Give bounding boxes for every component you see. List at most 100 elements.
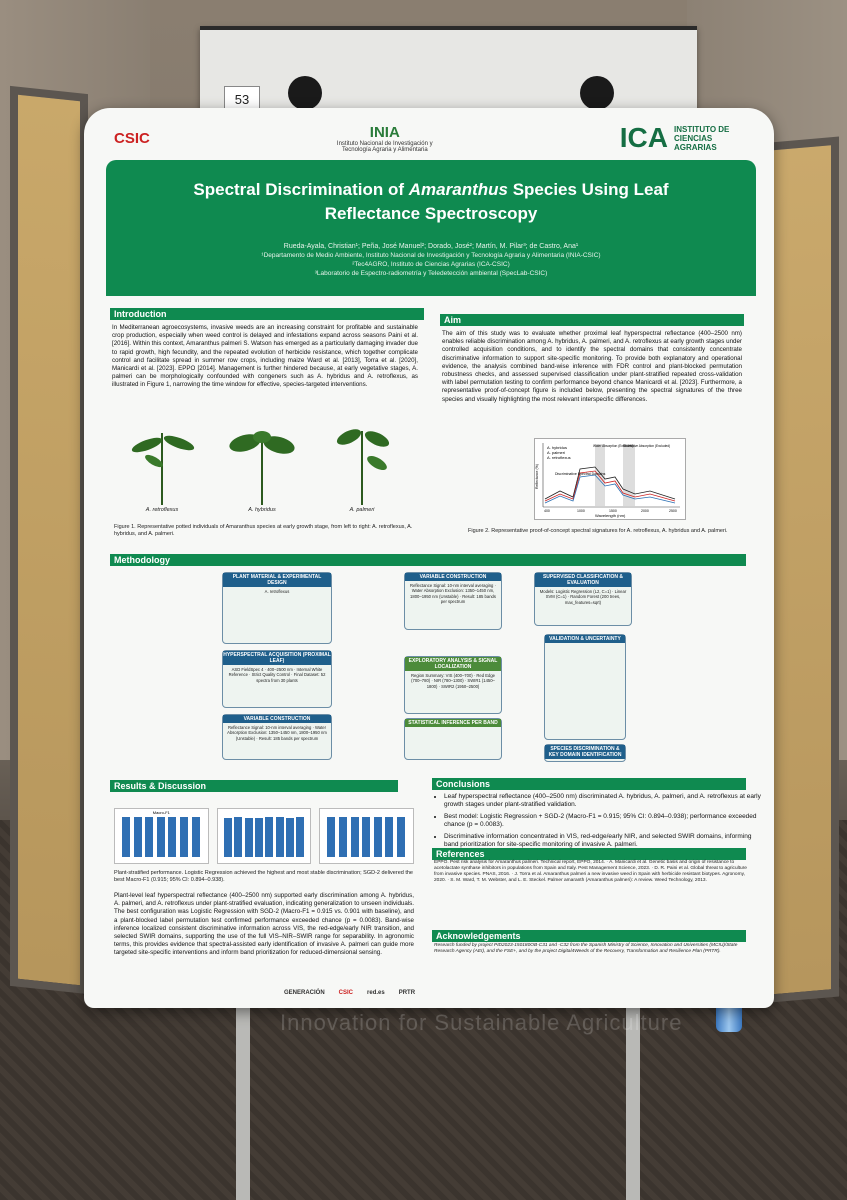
legend-retroflexus: A. retroflexus <box>547 455 571 460</box>
footer-logo: red.es <box>367 990 385 996</box>
box-heading: PLANT MATERIAL & EXPERIMENTAL DESIGN <box>223 573 331 587</box>
methodology-heading: Methodology <box>110 554 746 566</box>
bar-panel-title: Macro-F1 <box>152 810 170 815</box>
bar <box>362 817 371 857</box>
box-supervised: SUPERVISED CLASSIFICATION & EVALUATION M… <box>534 572 632 626</box>
bar <box>234 817 243 857</box>
poster: CSIC INIA Instituto Nacional de Investig… <box>84 108 774 1008</box>
inia-logo-text: INIA <box>369 123 400 141</box>
authors-block: Rueda-Ayala, Christian¹; Peña, José Manu… <box>106 242 756 278</box>
bar <box>180 817 189 857</box>
poster-title: Spectral Discrimination of Amaranthus Sp… <box>193 180 669 223</box>
intro-heading: Introduction <box>110 308 424 320</box>
conclusions-list: Leaf hyperspectral reflectance (400–2500… <box>434 793 764 852</box>
bar <box>223 818 232 857</box>
references-text: EPPO. Pest risk analysis for Amaranthus … <box>434 860 747 883</box>
ica-logo: ICA INSTITUTO DE CIENCIAS AGRARIAS <box>620 122 744 154</box>
bar <box>285 818 294 857</box>
footer-logos: GENERACIÓN CSIC red.es PRTR <box>284 986 754 1000</box>
box-text: Models: Logistic Regression (L2, C=1) · … <box>539 589 627 605</box>
annotation-shortwave: Shortwave Absorption (Excluded) <box>623 444 670 448</box>
y-axis-label: Reflectance (%) <box>535 464 539 489</box>
box-species-id: SPECIES DISCRIMINATION & KEY DOMAIN IDEN… <box>544 744 626 762</box>
board-panel-left <box>10 85 88 995</box>
conclusion-item: Discriminative information concentrated … <box>444 833 764 850</box>
legend-hybridus: A. hybridus <box>547 445 567 450</box>
spectrum-palmeri <box>544 470 676 502</box>
x-tick: 1000 <box>577 509 585 513</box>
bar <box>244 818 253 857</box>
affiliation-3: ³Laboratorio de Espectro-radiometría y T… <box>314 270 548 277</box>
box-exploratory: EXPLORATORY ANALYSIS & SIGNAL LOCALIZATI… <box>404 656 502 714</box>
results-bar-charts: Macro-F1 <box>114 808 415 864</box>
box-statistical: STATISTICAL INFERENCE PER BAND <box>404 718 502 760</box>
csic-logo: CSIC <box>114 129 150 147</box>
box-text: Region Summary: VIS (400–700) · Red Edge… <box>410 673 496 689</box>
conclusion-item: Best model: Logistic Regression + SGD-2 … <box>444 813 764 830</box>
plant-label: A. retroflexus <box>145 507 179 513</box>
references-heading: References <box>432 848 746 860</box>
intro-text: In Mediterranean agroecosystems, invasiv… <box>112 324 418 389</box>
inia-logo: INIA Instituto Nacional de Investigación… <box>325 124 445 153</box>
ica-logo-sub: INSTITUTO DE CIENCIAS AGRARIAS <box>673 124 730 152</box>
results-caption: Plant-stratified performance. Logistic R… <box>114 870 413 883</box>
bar-panel-3 <box>319 808 415 864</box>
ack-text: Research funded by project PID2023-15018… <box>434 943 738 954</box>
plant-icon <box>229 431 295 505</box>
box-heading: SUPERVISED CLASSIFICATION & EVALUATION <box>535 573 631 587</box>
x-tick: 1500 <box>609 509 617 513</box>
bar <box>145 817 154 857</box>
bar <box>265 817 274 857</box>
bar <box>350 817 359 857</box>
plant-label: A. palmeri <box>349 507 375 513</box>
results-text: Plant-level leaf hyperspectral reflectan… <box>114 892 414 957</box>
conclusion-item: Leaf hyperspectral reflectance (400–2500… <box>444 793 764 810</box>
results-heading: Results & Discussion <box>110 780 398 792</box>
box-text: ASD FieldSpec 4 · 400–2500 nm · Internal… <box>228 667 326 683</box>
spectral-signature-chart: A. hybridus A. palmeri A. retroflexus Di… <box>534 438 686 520</box>
box-plant-material: PLANT MATERIAL & EXPERIMENTAL DESIGN A. … <box>222 572 332 644</box>
plant-label: A. hybridus <box>248 507 276 513</box>
box-heading: HYPERSPECTRAL ACQUISITION (PROXIMAL LEAF… <box>223 651 331 665</box>
spectrum-retroflexus <box>544 474 676 504</box>
clip-knob-left <box>288 76 322 110</box>
bar <box>156 817 165 857</box>
bar <box>385 817 394 857</box>
box-heading: VARIABLE CONSTRUCTION <box>405 573 501 581</box>
affiliation-2: ²Tec4AGRO, Instituto de Ciencias Agraria… <box>352 261 510 268</box>
bar <box>254 818 263 857</box>
bar <box>338 817 347 857</box>
bar-panel-2 <box>216 808 312 864</box>
ica-logo-text: ICA <box>619 122 668 153</box>
figure-1-caption: Figure 1. Representative potted individu… <box>114 524 413 537</box>
box-variable-left: VARIABLE CONSTRUCTION Reflectance Signal… <box>222 714 332 760</box>
plant-figure: A. retroflexus A. hybridus A. pa <box>112 423 412 523</box>
bar <box>168 817 177 857</box>
ack-heading: Acknowledgements <box>432 930 746 942</box>
spectrum-hybridus <box>544 466 676 500</box>
footer-logo: CSIC <box>338 990 354 996</box>
methodology-diagram: PLANT MATERIAL & EXPERIMENTAL DESIGN A. … <box>204 568 674 768</box>
conclusions-heading: Conclusions <box>432 778 746 790</box>
box-hyperspectral: HYPERSPECTRAL ACQUISITION (PROXIMAL LEAF… <box>222 650 332 708</box>
footer-logo: PRTR <box>398 990 416 996</box>
box-heading: SPECIES DISCRIMINATION & KEY DOMAIN IDEN… <box>545 745 625 759</box>
bar <box>191 817 200 857</box>
box-text: A. retroflexus <box>264 589 290 594</box>
annotation-discriminative: Discriminative Spectral Domains <box>555 472 606 476</box>
event-watermark: Innovation for Sustainable Agriculture <box>280 1010 683 1035</box>
legend-palmeri: A. palmeri <box>547 450 565 455</box>
spectra-plot: A. hybridus A. palmeri A. retroflexus Di… <box>535 443 680 518</box>
logo-row: CSIC INIA Instituto Nacional de Investig… <box>84 108 774 168</box>
x-tick: 2000 <box>641 509 649 513</box>
plant-icon <box>336 429 390 505</box>
bar <box>133 817 142 857</box>
poster-header: Spectral Discrimination of Amaranthus Sp… <box>106 160 756 296</box>
bar <box>397 817 406 857</box>
bar <box>327 817 336 857</box>
box-validation: VALIDATION & UNCERTAINTY <box>544 634 626 740</box>
box-variable-center: VARIABLE CONSTRUCTION Reflectance Signal… <box>404 572 502 630</box>
bar <box>275 817 284 857</box>
box-heading: STATISTICAL INFERENCE PER BAND <box>405 719 501 727</box>
